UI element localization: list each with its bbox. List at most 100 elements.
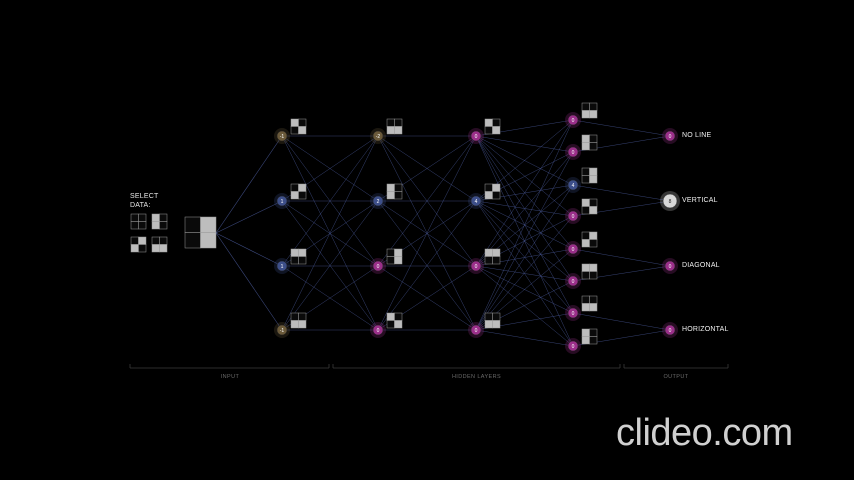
node-value-hidden4-1: 0 bbox=[572, 150, 575, 156]
output-label-diagonal: DIAGONAL bbox=[682, 262, 720, 269]
connection-hidden3-hidden4 bbox=[475, 200, 574, 314]
node-value-hidden1-2: 1 bbox=[281, 264, 284, 270]
connections bbox=[215, 119, 671, 347]
node-thumb-hidden3-2 bbox=[484, 248, 501, 265]
section-brackets bbox=[129, 364, 729, 369]
node-value-hidden4-2: 4 bbox=[572, 183, 575, 189]
node-value-hidden1-3: -1 bbox=[280, 328, 285, 334]
bracket-output bbox=[623, 364, 729, 369]
watermark-logo: clideo.com bbox=[616, 412, 793, 454]
connection-hidden4-output bbox=[572, 248, 671, 267]
input-grid bbox=[184, 216, 217, 249]
node-value-hidden4-5: 0 bbox=[572, 279, 575, 285]
node-output-0: 0 bbox=[662, 128, 678, 144]
connection-input-h1-3 bbox=[215, 232, 283, 331]
node-hidden4-7: 0 bbox=[565, 338, 581, 354]
connection-hidden3-hidden4 bbox=[475, 265, 574, 347]
node-output-2: 0 bbox=[662, 258, 678, 274]
node-hidden3-1: 4 bbox=[468, 193, 484, 209]
connection-hidden3-hidden4 bbox=[475, 265, 574, 282]
node-thumb-hidden4-0 bbox=[581, 102, 598, 119]
node-value-output-1: 8 bbox=[669, 199, 672, 205]
node-value-output-0: 0 bbox=[669, 134, 672, 140]
node-hidden2-1: 2 bbox=[370, 193, 386, 209]
node-value-hidden4-6: 0 bbox=[572, 311, 575, 317]
node-thumb-hidden4-5 bbox=[581, 263, 598, 280]
node-thumb-hidden4-7 bbox=[581, 328, 598, 345]
node-value-hidden1-0: -1 bbox=[280, 134, 285, 140]
node-value-hidden3-2: 0 bbox=[475, 264, 478, 270]
node-thumb-hidden2-0 bbox=[386, 118, 403, 135]
node-hidden1-0: -1 bbox=[274, 128, 290, 144]
node-hidden4-5: 0 bbox=[565, 273, 581, 289]
connection-hidden4-output bbox=[572, 119, 671, 137]
nodes: -1 1 1 -1 -2 2 0 0 0 4 0 0 0 0 4 0 0 0 0 0 0 8 0 0 bbox=[274, 112, 680, 354]
node-thumb-hidden3-1 bbox=[484, 183, 501, 200]
connection-hidden3-hidden4 bbox=[475, 135, 574, 250]
node-thumb-hidden2-1 bbox=[386, 183, 403, 200]
node-value-hidden2-0: -2 bbox=[376, 134, 381, 140]
connection-hidden3-hidden4 bbox=[475, 184, 574, 331]
node-output-3: 0 bbox=[662, 322, 678, 338]
node-hidden4-2: 4 bbox=[565, 177, 581, 193]
connection-input-h1-0 bbox=[215, 135, 283, 234]
output-label-vertical: VERTICAL bbox=[682, 197, 718, 204]
node-value-hidden2-3: 0 bbox=[377, 328, 380, 334]
node-thumb-hidden3-3 bbox=[484, 312, 501, 329]
connection-input-h1-2 bbox=[215, 232, 283, 267]
select-data-label: SELECT DATA: bbox=[130, 192, 158, 210]
node-value-hidden3-3: 0 bbox=[475, 328, 478, 334]
connection-hidden3-hidden4 bbox=[475, 200, 574, 217]
node-value-hidden4-3: 0 bbox=[572, 214, 575, 220]
node-value-hidden4-4: 0 bbox=[572, 247, 575, 253]
node-value-output-3: 0 bbox=[669, 328, 672, 334]
node-hidden4-0: 0 bbox=[565, 112, 581, 128]
node-value-hidden2-1: 2 bbox=[377, 199, 380, 205]
node-value-hidden2-2: 0 bbox=[377, 264, 380, 270]
connection-hidden3-hidden4 bbox=[475, 119, 574, 267]
connection-hidden1-hidden2 bbox=[281, 200, 379, 331]
node-hidden2-3: 0 bbox=[370, 322, 386, 338]
grid-thumbnails bbox=[130, 102, 598, 345]
section-label-output: OUTPUT bbox=[663, 374, 689, 380]
connection-input-h1-1 bbox=[215, 200, 283, 234]
connection-hidden4-output bbox=[572, 312, 671, 331]
node-value-hidden4-7: 0 bbox=[572, 344, 575, 350]
node-hidden2-0: -2 bbox=[370, 128, 386, 144]
node-hidden2-2: 0 bbox=[370, 258, 386, 274]
node-thumb-hidden1-3 bbox=[290, 312, 307, 329]
output-label-horizontal: HORIZONTAL bbox=[682, 326, 729, 333]
connection-hidden3-hidden4 bbox=[475, 135, 574, 153]
connection-hidden3-hidden4 bbox=[475, 135, 574, 217]
node-hidden1-1: 1 bbox=[274, 193, 290, 209]
node-hidden1-3: -1 bbox=[274, 322, 290, 338]
connection-hidden2-hidden3 bbox=[377, 135, 477, 331]
bracket-input bbox=[129, 364, 330, 369]
connection-hidden3-hidden4 bbox=[475, 119, 574, 331]
node-value-hidden3-0: 0 bbox=[475, 134, 478, 140]
connection-hidden3-hidden4 bbox=[475, 329, 574, 347]
node-output-1: 8 bbox=[660, 191, 680, 211]
node-thumb-hidden1-1 bbox=[290, 183, 307, 200]
node-hidden4-1: 0 bbox=[565, 144, 581, 160]
connection-hidden3-hidden4 bbox=[475, 215, 574, 331]
select-thumb-1 bbox=[130, 213, 147, 230]
connection-hidden3-hidden4 bbox=[475, 151, 574, 267]
node-thumb-hidden4-3 bbox=[581, 198, 598, 215]
node-hidden1-2: 1 bbox=[274, 258, 290, 274]
node-value-output-2: 0 bbox=[669, 264, 672, 270]
node-hidden3-2: 0 bbox=[468, 258, 484, 274]
node-hidden3-3: 0 bbox=[468, 322, 484, 338]
connection-hidden3-hidden4 bbox=[475, 151, 574, 331]
node-hidden4-6: 0 bbox=[565, 305, 581, 321]
node-thumb-hidden2-2 bbox=[386, 248, 403, 265]
node-thumb-hidden4-4 bbox=[581, 231, 598, 248]
node-thumb-hidden1-2 bbox=[290, 248, 307, 265]
select-thumb-4 bbox=[151, 236, 168, 253]
bracket-hidden bbox=[332, 364, 621, 369]
connection-hidden2-hidden3 bbox=[377, 200, 477, 331]
node-hidden4-4: 0 bbox=[565, 241, 581, 257]
connection-hidden2-hidden3 bbox=[377, 135, 477, 267]
section-label-input: INPUT bbox=[220, 374, 240, 380]
